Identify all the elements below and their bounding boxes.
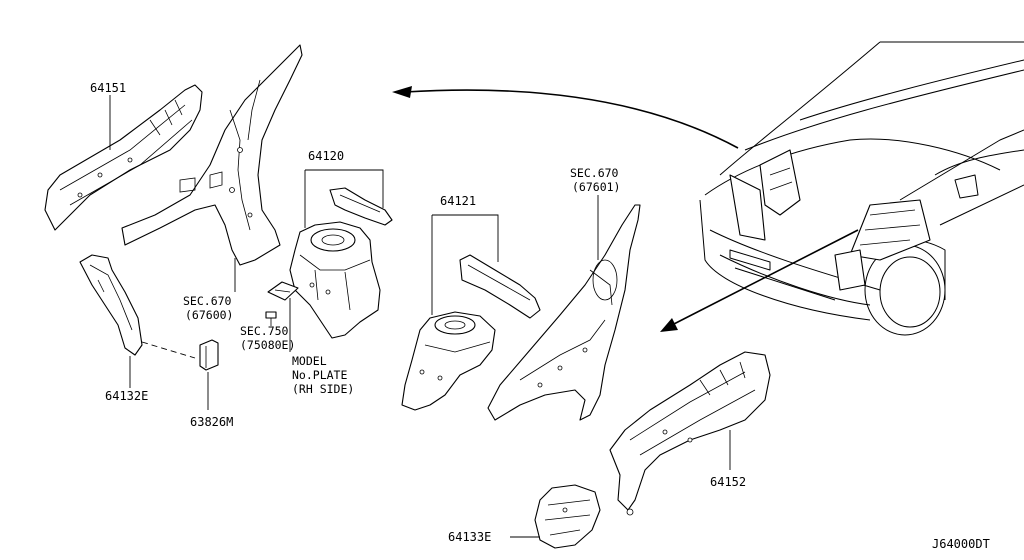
leader-64121 xyxy=(431,214,499,315)
note-model-plate-line2: No.PLATE xyxy=(292,368,347,382)
part-64152 xyxy=(609,351,771,516)
part-63826m xyxy=(199,339,219,371)
part-hoodledge-left xyxy=(121,44,303,266)
ref-sec750-line1: SEC.750 xyxy=(240,324,289,338)
bolt-sec750 xyxy=(265,311,277,326)
part-hoodledge-right xyxy=(487,204,641,421)
vehicle-illustration xyxy=(699,41,1024,336)
part-64151 xyxy=(44,84,203,231)
label-64133e: 64133E xyxy=(448,530,491,544)
label-64120: 64120 xyxy=(308,149,344,163)
callout-arrow-top xyxy=(392,86,739,149)
label-64152: 64152 xyxy=(710,475,746,489)
ref-sec750-line2: (75080E) xyxy=(240,338,295,352)
label-64121: 64121 xyxy=(440,194,476,208)
connector-dashed xyxy=(141,341,196,359)
part-model-plate xyxy=(267,281,299,301)
leader-64120 xyxy=(304,169,384,228)
diagram-code: J64000DT xyxy=(932,537,990,551)
part-64133e xyxy=(534,484,601,549)
ref-sec670-left-line2: (67600) xyxy=(185,308,233,322)
label-63826m: 63826M xyxy=(190,415,233,429)
part-64121-housing xyxy=(401,311,496,411)
ref-sec670-left-line1: SEC.670 xyxy=(183,294,232,308)
ref-sec670-right-line2: (67601) xyxy=(572,180,620,194)
part-64120-housing xyxy=(289,221,381,339)
callout-arrow-bottom xyxy=(660,229,859,332)
note-model-plate-line3: (RH SIDE) xyxy=(292,382,354,396)
part-64132e xyxy=(79,254,143,356)
ref-sec670-right-line1: SEC.670 xyxy=(570,166,619,180)
note-model-plate-line1: MODEL xyxy=(292,354,327,368)
part-64120-bracket xyxy=(329,187,393,226)
label-64151: 64151 xyxy=(90,81,126,95)
label-64132e: 64132E xyxy=(105,389,148,403)
part-64121-bracket xyxy=(459,254,541,319)
